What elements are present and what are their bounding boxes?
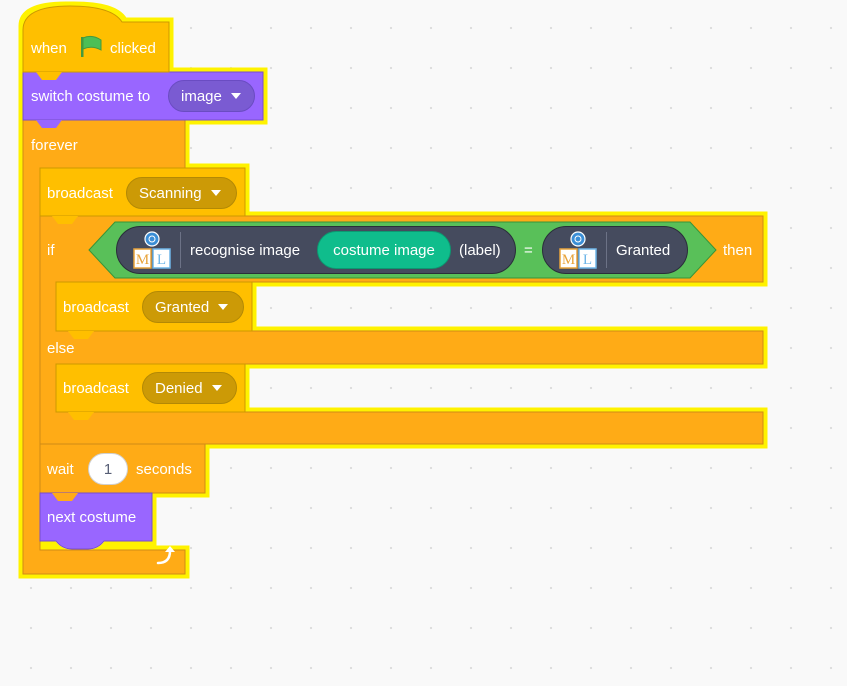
recognise-image-reporter[interactable] bbox=[116, 226, 516, 274]
forever-block[interactable] bbox=[22, 119, 186, 575]
next-costume-label: next costume bbox=[47, 509, 137, 526]
costume-image-reporter[interactable]: costume image bbox=[317, 231, 451, 269]
broadcast-denied-label: broadcast bbox=[63, 380, 129, 397]
next-costume-block[interactable] bbox=[39, 492, 153, 550]
chevron-down-icon bbox=[211, 385, 222, 391]
hat-clicked-label: clicked bbox=[110, 40, 156, 57]
ml-extension-icon: M L bbox=[132, 230, 172, 270]
equals-operator-label: = bbox=[524, 242, 533, 259]
hat-when-label: when bbox=[31, 40, 67, 57]
svg-text:M: M bbox=[562, 252, 575, 268]
svg-text:L: L bbox=[583, 252, 592, 268]
chevron-down-icon bbox=[210, 190, 221, 196]
broadcast-denied-dropdown[interactable]: Denied bbox=[142, 372, 237, 404]
svg-text:M: M bbox=[136, 252, 149, 268]
costume-dropdown-value: image bbox=[181, 87, 222, 105]
broadcast-scanning-dropdown[interactable]: Scanning bbox=[126, 177, 237, 209]
block-notches bbox=[36, 72, 94, 501]
broadcast-granted-dropdown[interactable]: Granted bbox=[142, 291, 244, 323]
wait-unit-label: seconds bbox=[136, 461, 192, 478]
then-label: then bbox=[723, 242, 753, 259]
recognise-image-label: recognise image bbox=[190, 242, 301, 259]
forever-label: forever bbox=[31, 137, 78, 154]
loop-arrow-icon bbox=[156, 546, 175, 565]
wait-seconds-input[interactable]: 1 bbox=[88, 453, 128, 485]
green-flag-icon bbox=[81, 35, 102, 57]
broadcast-granted-label: broadcast bbox=[63, 299, 129, 316]
broadcast-scanning-value: Scanning bbox=[139, 184, 202, 202]
chevron-down-icon bbox=[218, 304, 229, 310]
svg-text:L: L bbox=[157, 252, 166, 268]
reporter-separator bbox=[180, 232, 181, 268]
else-label: else bbox=[47, 340, 75, 357]
if-label: if bbox=[47, 242, 55, 259]
broadcast-denied-value: Denied bbox=[155, 379, 203, 397]
chevron-down-icon bbox=[230, 93, 241, 99]
broadcast-scanning-label: broadcast bbox=[47, 185, 113, 202]
wait-label: wait bbox=[47, 461, 74, 478]
granted-label-value: Granted bbox=[616, 242, 671, 259]
ml-extension-icon: M L bbox=[558, 230, 598, 270]
costume-dropdown[interactable]: image bbox=[168, 80, 255, 112]
label-suffix: (label) bbox=[459, 242, 501, 259]
broadcast-granted-value: Granted bbox=[155, 298, 210, 316]
switch-costume-label: switch costume to bbox=[31, 88, 151, 105]
reporter-separator bbox=[606, 232, 607, 268]
